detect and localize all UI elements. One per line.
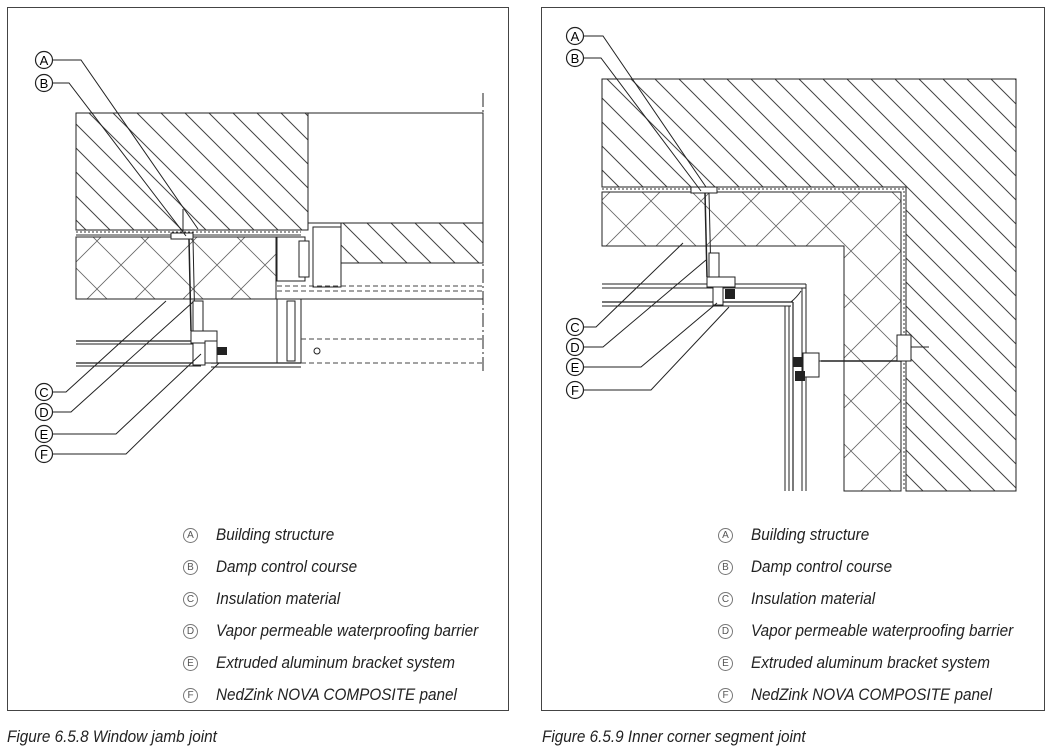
insulation-area (75, 236, 277, 300)
legend-item: E Extruded aluminum bracket system (183, 647, 507, 679)
callout-a: A (565, 26, 585, 46)
legend-item: C Insulation material (183, 583, 507, 615)
wall-block-right (340, 222, 484, 264)
legend-item: A Building structure (718, 519, 1042, 551)
legend-badge: B (718, 559, 733, 575)
legend-badge: F (718, 687, 733, 703)
callout-f: F (565, 380, 585, 400)
legend-badge: C (718, 591, 733, 607)
building-structure-area (601, 78, 1017, 492)
callout-c: C (34, 382, 54, 402)
callout-e: E (34, 424, 54, 444)
legend-badge: D (183, 623, 198, 639)
svg-text:A: A (40, 53, 49, 68)
legend-label: Damp control course (216, 557, 358, 576)
legend-badge: B (183, 559, 198, 575)
legend-label: Insulation material (216, 589, 341, 608)
svg-text:C: C (39, 385, 48, 400)
legend-item: A Building structure (183, 519, 507, 551)
figure-window-jamb-joint: A B C D E F A (7, 7, 509, 711)
legend-badge: E (183, 655, 198, 671)
callout-b: B (34, 73, 54, 93)
legend-label: Vapor permeable waterproofing barrier (751, 621, 1014, 640)
legend-badge: A (718, 527, 733, 543)
legend-label: Building structure (216, 525, 335, 544)
legend-item: B Damp control course (183, 551, 507, 583)
svg-text:E: E (571, 360, 580, 375)
legend-item: F NedZink NOVA COMPOSITE panel (183, 679, 507, 711)
legend-item: B Damp control course (718, 551, 1042, 583)
legend-label: Building structure (751, 525, 870, 544)
figure-caption: Figure 6.5.8 Window jamb joint (7, 727, 217, 746)
legend-item: D Vapor permeable waterproofing barrier (718, 615, 1042, 647)
figure-caption: Figure 6.5.9 Inner corner segment joint (542, 727, 806, 746)
svg-text:D: D (39, 405, 48, 420)
legend-badge: E (718, 655, 733, 671)
legend-label: NedZink NOVA COMPOSITE panel (751, 685, 992, 704)
window-jamb-drawing: A B C D E F (34, 50, 484, 464)
callout-f: F (34, 444, 54, 464)
svg-text:E: E (40, 427, 49, 442)
legend-label: Vapor permeable waterproofing barrier (216, 621, 479, 640)
legend-badge: D (718, 623, 733, 639)
legend-label: Damp control course (751, 557, 893, 576)
inner-corner-drawing: A B C D E F (565, 26, 1017, 492)
callout-a: A (34, 50, 54, 70)
insulation-area (601, 191, 902, 492)
figure-inner-corner-segment-joint: A B C D E F A (541, 7, 1045, 711)
legend-label: Insulation material (751, 589, 876, 608)
callout-b: B (565, 48, 585, 68)
legend: A Building structure B Damp control cour… (183, 519, 507, 711)
svg-text:A: A (571, 29, 580, 44)
legend-item: C Insulation material (718, 583, 1042, 615)
svg-text:D: D (570, 340, 579, 355)
legend-badge: F (183, 687, 198, 703)
svg-text:B: B (40, 76, 49, 91)
building-structure-area (75, 112, 309, 231)
callout-d: D (34, 402, 54, 422)
svg-text:F: F (40, 447, 48, 462)
legend-badge: C (183, 591, 198, 607)
legend-label: Extruded aluminum bracket system (751, 653, 990, 672)
legend-item: F NedZink NOVA COMPOSITE panel (718, 679, 1042, 711)
svg-text:F: F (571, 383, 579, 398)
legend-item: E Extruded aluminum bracket system (718, 647, 1042, 679)
svg-text:B: B (571, 51, 580, 66)
callout-c: C (565, 317, 585, 337)
legend-label: Extruded aluminum bracket system (216, 653, 455, 672)
legend: A Building structure B Damp control cour… (718, 519, 1042, 711)
callout-d: D (565, 337, 585, 357)
legend-item: D Vapor permeable waterproofing barrier (183, 615, 507, 647)
legend-label: NedZink NOVA COMPOSITE panel (216, 685, 457, 704)
legend-badge: A (183, 527, 198, 543)
svg-text:C: C (570, 320, 579, 335)
callout-e: E (565, 357, 585, 377)
